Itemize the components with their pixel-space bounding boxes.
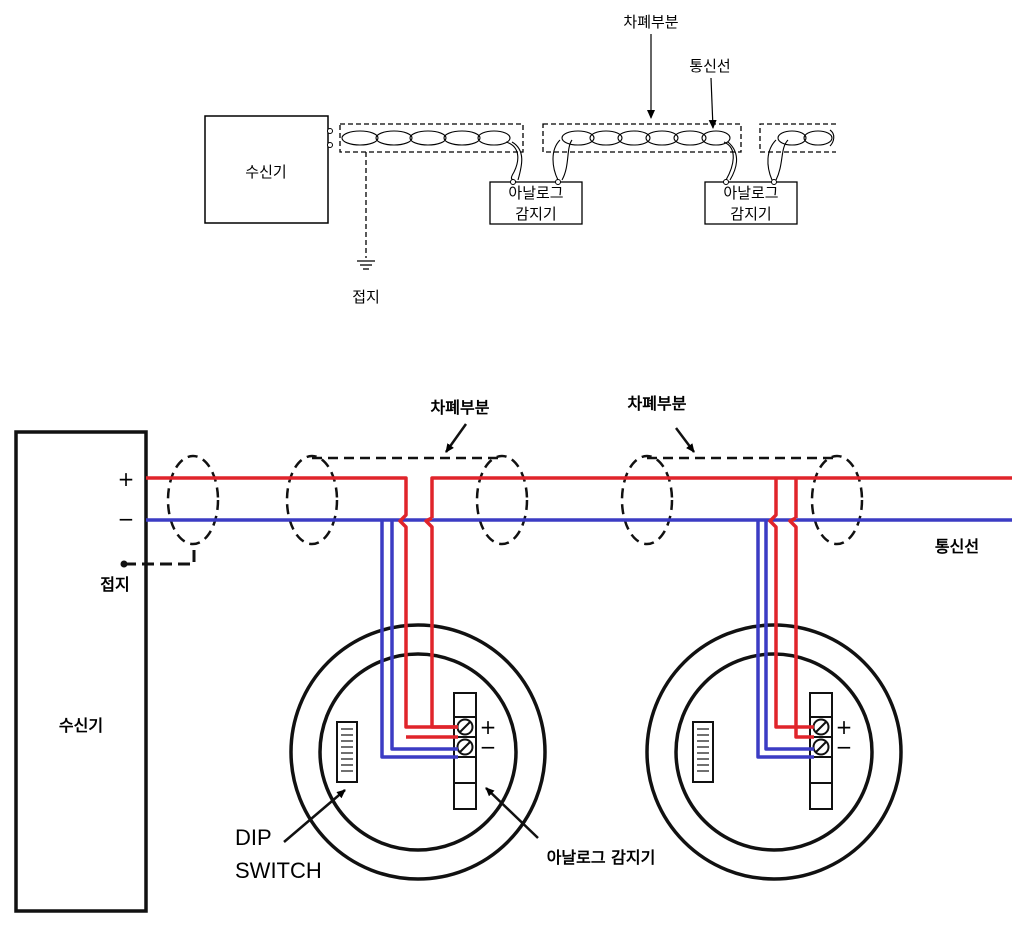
shield-rings	[166, 454, 864, 546]
analog-detector-1: + −	[289, 623, 547, 881]
top-diagram: 수신기 접지 아날로그 감지기	[204, 13, 836, 306]
detector-2-screw-plus	[812, 718, 830, 736]
top-shield-segment-1	[339, 123, 524, 153]
dip-switch-label-line2: SWITCH	[235, 858, 322, 883]
detector-2-terminal-plus-label: +	[836, 715, 853, 739]
detector-2-dip-switch	[692, 721, 714, 783]
shield-label-2: 차폐부분	[628, 394, 687, 413]
receiver-panel	[14, 430, 148, 913]
top-detector-box-1	[489, 181, 583, 225]
top-twisted-pair-2	[552, 130, 738, 181]
dip-switch-label-line1: DIP	[235, 825, 272, 850]
top-detector-2-label-line2: 감지기	[730, 205, 771, 223]
comm-line-label: 통신선	[935, 537, 979, 556]
top-comm-line-label: 통신선	[689, 57, 730, 75]
top-detector-2-label-line1: 아날로그	[723, 184, 778, 202]
positive-wires	[146, 476, 1012, 739]
receiver-label: 수신기	[59, 716, 103, 735]
detector-1-screw-plus	[456, 718, 474, 736]
ground-label: 접지	[100, 575, 129, 594]
detector-2-screw-minus	[812, 738, 830, 756]
top-twisted-pair-3	[767, 129, 835, 181]
top-shield-segment-3	[759, 123, 836, 153]
negative-terminal-label: −	[118, 507, 135, 531]
top-shield-segment-2	[542, 123, 742, 153]
top-twisted-pair-1	[341, 130, 523, 183]
top-shield-label: 차폐부분	[623, 13, 678, 31]
bottom-diagram: 수신기 + − 접지	[14, 394, 1012, 913]
top-ground-icon	[357, 260, 375, 270]
detector-1-dip-switch	[336, 721, 358, 783]
detector-1-screw-minus	[456, 738, 474, 756]
positive-terminal-label: +	[118, 467, 135, 491]
detector-2-terminal-minus-label: −	[836, 735, 853, 759]
top-receiver-box	[204, 115, 329, 224]
top-ground-label: 접지	[352, 288, 380, 306]
detector-1-terminal-plus-label: +	[480, 715, 497, 739]
negative-wires	[146, 518, 1012, 759]
top-receiver-label: 수신기	[245, 163, 286, 181]
top-detector-box-2	[704, 181, 798, 225]
top-detector-1-label-line1: 아날로그	[508, 184, 563, 202]
detector-1-terminal-minus-label: −	[480, 735, 497, 759]
shield-label-1: 차폐부분	[431, 398, 490, 417]
analog-detector-2: + −	[645, 623, 903, 881]
ground-wire	[124, 544, 196, 566]
top-detector-1-label-line2: 감지기	[515, 205, 556, 223]
analog-detector-label: 아날로그 감지기	[547, 848, 656, 867]
